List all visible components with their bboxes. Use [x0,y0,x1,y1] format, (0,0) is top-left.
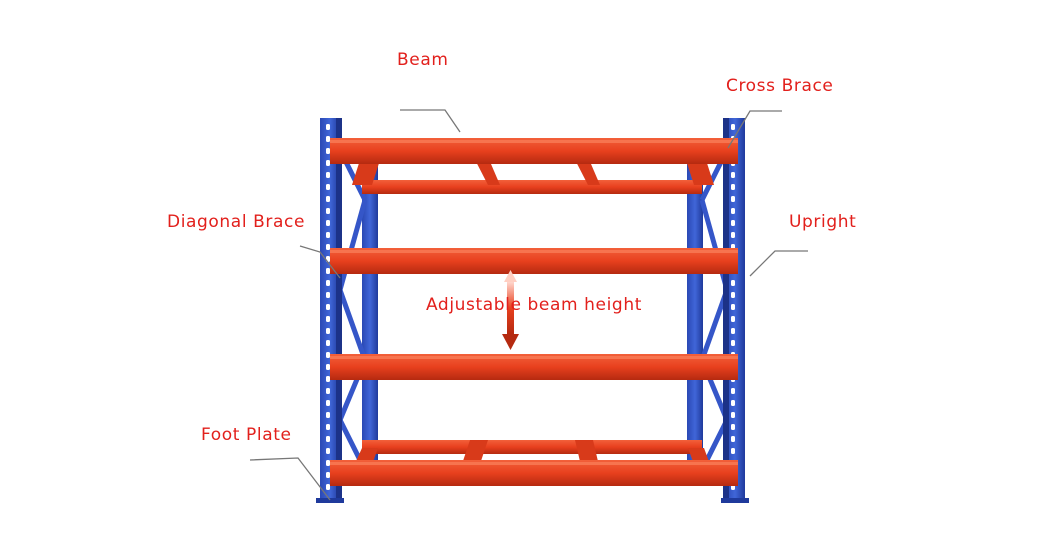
front-right-upright [723,118,745,500]
upright-hole [326,448,330,454]
front-left-upright [320,118,342,500]
leader-lines [249,109,808,501]
upright-hole [731,208,735,214]
upright-hole [731,412,735,418]
back-right-upright [687,160,703,480]
upright-hole [326,124,330,130]
upright-hole [731,448,735,454]
upright-hole [731,328,735,334]
upright-hole [326,352,330,358]
upright-hole [731,220,735,226]
upright-hole [326,424,330,430]
front-beams [330,138,738,486]
back-left-upright [362,160,378,480]
upright-hole [731,124,735,130]
upright-hole [731,436,735,442]
upright-hole [326,412,330,418]
upright-hole [731,184,735,190]
adjustable-beam-height-label: Adjustable beam height [426,295,642,315]
upright-label: Upright [789,212,857,232]
upright-hole [326,220,330,226]
cross-brace-label: Cross Brace [726,76,834,96]
adjustable-height-arrow-icon [502,270,519,350]
upright-hole [731,292,735,298]
upright-hole [326,244,330,250]
upright-hole [326,388,330,394]
upright-hole [326,172,330,178]
upright-hole [731,424,735,430]
upright-hole [731,316,735,322]
upright-hole [326,136,330,142]
upright-hole [731,340,735,346]
upright-perforations [326,124,735,490]
upright-hole [326,340,330,346]
upright-hole [731,400,735,406]
upright-hole [326,160,330,166]
upright-hole [326,232,330,238]
upright-hole [326,460,330,466]
left-diagonal-braces [337,148,368,472]
beam-label: Beam [397,50,449,70]
upright-hole [326,280,330,286]
upright-hole [326,316,330,322]
upright-hole [731,196,735,202]
back-beams [362,180,702,454]
upright-hole [731,232,735,238]
upright-hole [326,292,330,298]
upright-hole [326,208,330,214]
upright-hole [731,280,735,286]
upright-hole [326,268,330,274]
upright-hole [326,304,330,310]
upright-hole [326,484,330,490]
upright-hole [731,388,735,394]
diagonal-brace-label: Diagonal Brace [167,212,306,232]
upright-hole [326,472,330,478]
upright-hole [326,364,330,370]
upright-hole [731,172,735,178]
foot-plate-label: Foot Plate [201,425,292,445]
upright-hole [326,376,330,382]
upright-hole [326,184,330,190]
upright-hole [326,196,330,202]
upright-hole [731,304,735,310]
foot-plates [316,498,749,503]
upright-hole [326,328,330,334]
upright-hole [326,436,330,442]
upright-hole [326,148,330,154]
upright-hole [326,400,330,406]
